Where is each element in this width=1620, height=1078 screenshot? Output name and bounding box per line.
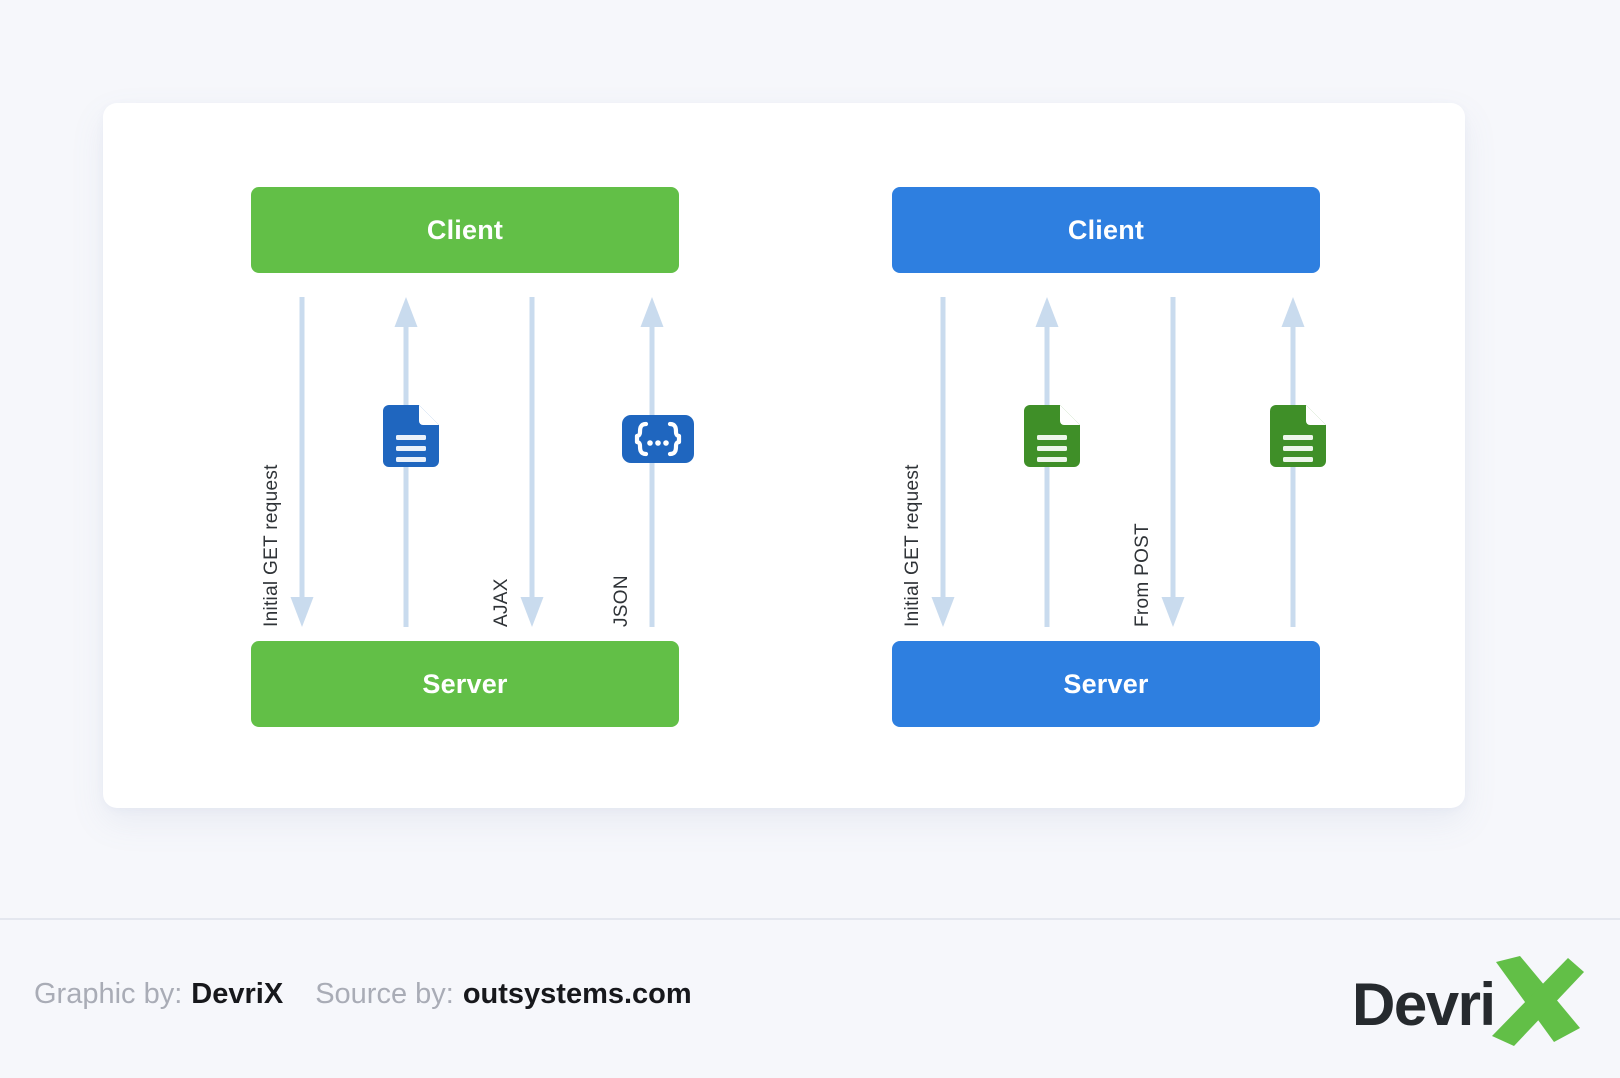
left-client-box: Client	[251, 187, 679, 273]
panel-right: Client Initial GET request	[892, 187, 1326, 727]
devrix-logo: Devri	[1352, 956, 1588, 1048]
left-lane-initial-get: Initial GET request	[251, 297, 355, 627]
document-icon	[1024, 405, 1080, 467]
diagram-card: Client Initial GET request	[103, 103, 1465, 808]
arrow-down-icon	[289, 297, 315, 627]
left-lanes: Initial GET request	[251, 297, 694, 627]
arrow-up-icon	[1034, 297, 1060, 627]
right-client-box: Client	[892, 187, 1320, 273]
arrow-down-icon	[519, 297, 545, 627]
panel-left: Client Initial GET request	[251, 187, 694, 727]
right-lane-initial-get: Initial GET request	[892, 297, 996, 627]
arrow-up-icon	[393, 297, 419, 627]
source-by-credit: Source by: outsystems.com	[315, 978, 692, 1011]
source-by-label: Source by:	[315, 978, 454, 1010]
devrix-logo-wordmark: Devri	[1352, 971, 1496, 1038]
source-by-value[interactable]: outsystems.com	[462, 978, 692, 1010]
right-lane-post-response	[1242, 297, 1346, 627]
left-lane-html-response	[355, 297, 459, 627]
arrow-down-icon	[930, 297, 956, 627]
arrow-up-icon	[639, 297, 665, 627]
graphic-by-value: DevriX	[191, 978, 284, 1010]
document-icon	[383, 405, 439, 467]
right-lane-from-post: From POST	[1122, 297, 1226, 627]
graphic-by-credit: Graphic by: DevriX	[34, 978, 283, 1011]
right-lane-label-initial-get: Initial GET request	[902, 464, 923, 627]
right-lane-html-response	[996, 297, 1100, 627]
left-lane-label-initial-get: Initial GET request	[261, 464, 282, 627]
left-lane-json: JSON	[601, 297, 705, 627]
left-lane-label-ajax: AJAX	[491, 578, 512, 627]
devrix-logo-x-icon	[1480, 956, 1584, 1048]
left-lane-ajax: AJAX	[481, 297, 585, 627]
diagram-stage: Client Initial GET request	[103, 103, 1465, 808]
left-server-box: Server	[251, 641, 679, 727]
arrow-down-icon	[1160, 297, 1186, 627]
arrow-up-icon	[1280, 297, 1306, 627]
right-lanes: Initial GET request	[892, 297, 1326, 627]
footer-credits: Graphic by: DevriX Source by: outsystems…	[34, 978, 692, 1011]
document-icon	[1270, 405, 1326, 467]
right-server-box: Server	[892, 641, 1320, 727]
graphic-by-label: Graphic by:	[34, 978, 183, 1010]
footer: Graphic by: DevriX Source by: outsystems…	[0, 918, 1620, 1078]
right-lane-label-from-post: From POST	[1132, 522, 1153, 627]
json-braces-icon	[622, 415, 694, 463]
